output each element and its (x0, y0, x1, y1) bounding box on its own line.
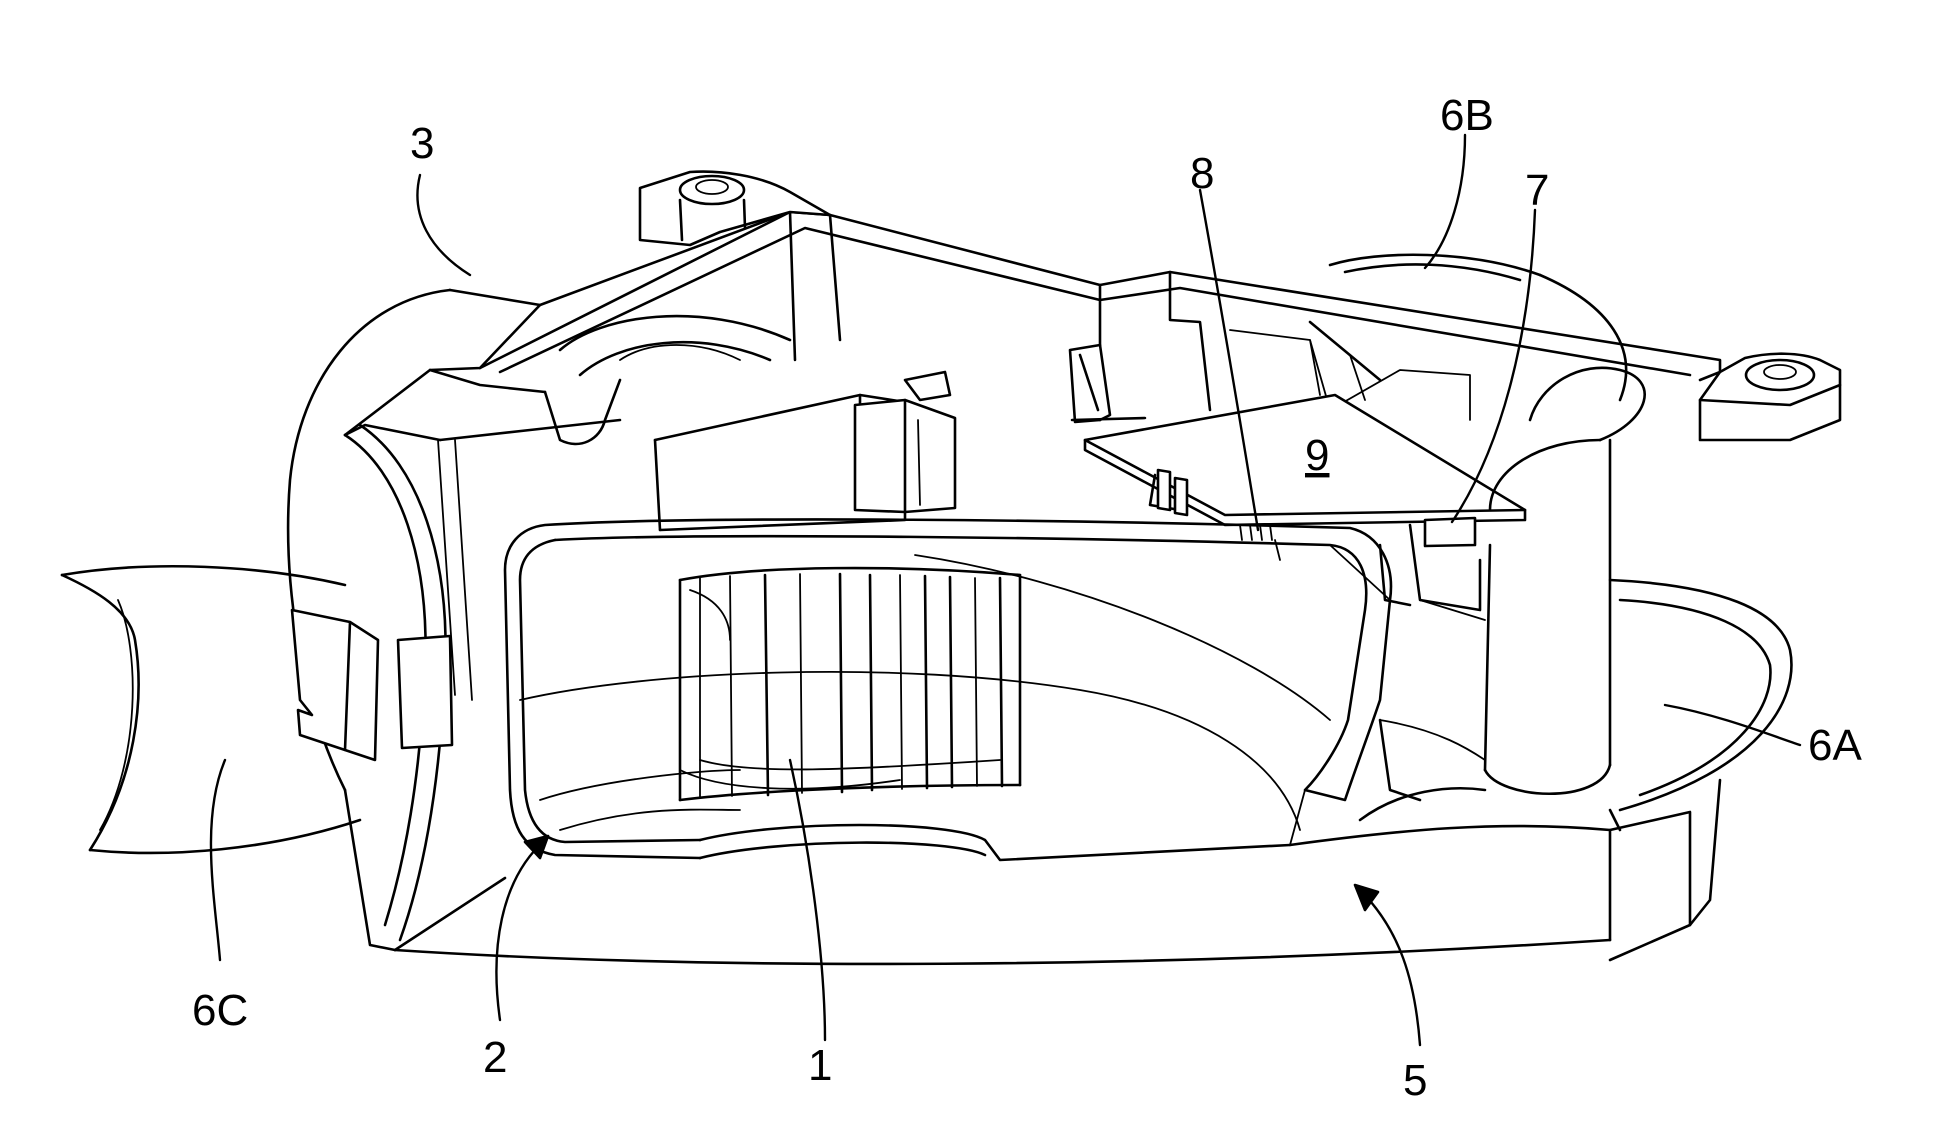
label-2: 2 (483, 1033, 507, 1082)
upright-tab (1070, 345, 1145, 422)
leader-6c (211, 760, 225, 960)
inner-box (655, 372, 955, 530)
leader-6a (1665, 705, 1800, 745)
housing-outer-shell-3 (288, 290, 1720, 964)
label-6a: 6A (1808, 721, 1862, 770)
impeller-blades (700, 574, 1002, 798)
outlet-6a (1360, 580, 1791, 830)
arrowhead-2 (525, 836, 548, 858)
label-6b: 6B (1440, 91, 1494, 140)
sensor-7 (1380, 518, 1480, 610)
mounting-ear-left (640, 172, 830, 245)
leader-5 (1360, 890, 1420, 1045)
outlet-6b (1330, 255, 1626, 400)
label-9: 9 (1305, 431, 1329, 480)
label-7: 7 (1525, 166, 1549, 215)
leader-2 (496, 840, 545, 1020)
leader-1 (790, 760, 825, 1040)
label-8: 8 (1190, 149, 1214, 198)
lower-chamber-5 (1290, 720, 1610, 845)
left-clip (292, 610, 452, 760)
label-3: 3 (410, 119, 434, 168)
impeller-1 (680, 568, 1020, 800)
leader-6b (1425, 135, 1465, 268)
label-6c: 6C (192, 986, 248, 1035)
leader-lines (211, 135, 1800, 1045)
leader-3 (417, 175, 470, 275)
label-5: 5 (1403, 1056, 1427, 1105)
top-frame (345, 212, 1720, 444)
label-1: 1 (808, 1041, 832, 1090)
